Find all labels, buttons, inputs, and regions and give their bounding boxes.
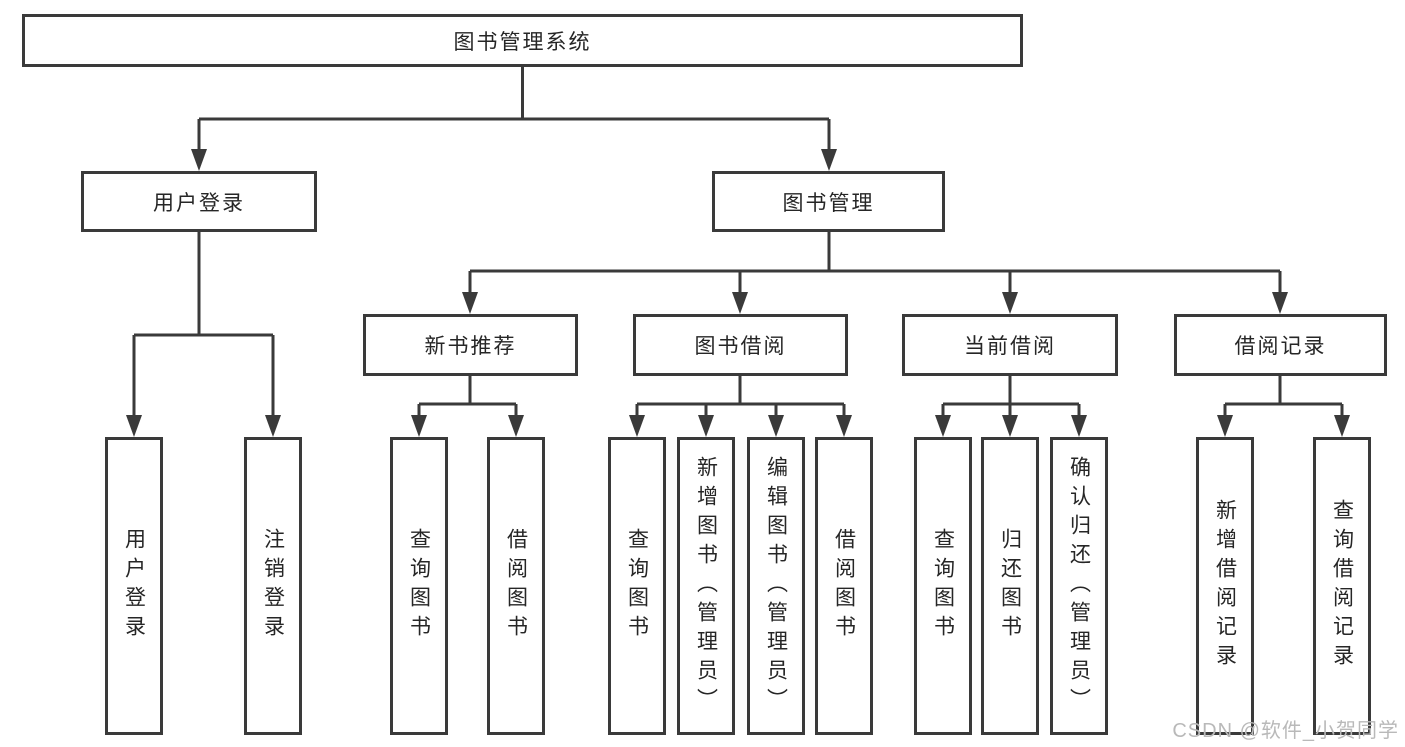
node-user-login: 用户登录 (81, 171, 317, 232)
arrow-icon (126, 415, 142, 437)
node-borrowing-records-label: 借阅记录 (1234, 335, 1327, 358)
arrow-icon (508, 415, 524, 437)
arrow-icon (1272, 292, 1288, 314)
arrow-icon (836, 415, 852, 437)
node-book-management: 图书管理 (712, 171, 945, 232)
leaf-query-books-3-label: 查询图书 (931, 528, 955, 644)
arrow-icon (935, 415, 951, 437)
leaf-query-books-2-label: 查询图书 (625, 528, 649, 644)
arrow-icon (732, 292, 748, 314)
leaf-borrow-books-1-label: 借阅图书 (504, 528, 528, 644)
leaf-query-books-3: 查询图书 (914, 437, 972, 735)
arrow-icon (768, 415, 784, 437)
arrow-icon (629, 415, 645, 437)
leaf-logout: 注销登录 (244, 437, 302, 735)
leaf-query-books-1-label: 查询图书 (407, 528, 431, 644)
arrow-icon (1071, 415, 1087, 437)
node-new-book-recommend: 新书推荐 (363, 314, 578, 376)
leaf-add-borrow-record: 新增借阅记录 (1196, 437, 1254, 735)
leaf-confirm-return-admin: 确认归还（管理员） (1050, 437, 1108, 735)
leaf-borrow-books-1: 借阅图书 (487, 437, 545, 735)
leaf-return-books: 归还图书 (981, 437, 1039, 735)
node-current-borrowing-label: 当前借阅 (964, 335, 1056, 358)
arrow-icon (1002, 415, 1018, 437)
node-book-management-label: 图书管理 (782, 191, 875, 215)
node-current-borrowing: 当前借阅 (902, 314, 1118, 376)
leaf-add-books-admin: 新增图书（管理员） (677, 437, 735, 735)
arrow-icon (821, 149, 837, 171)
arrow-icon (191, 149, 207, 171)
node-root-label: 图书管理系统 (453, 30, 592, 54)
arrow-icon (411, 415, 427, 437)
leaf-confirm-return-admin-label: 确认归还（管理员） (1067, 455, 1091, 717)
arrow-icon (1334, 415, 1350, 437)
arrowheads (126, 149, 1350, 437)
leaf-user-login-label: 用户登录 (122, 528, 146, 644)
arrow-icon (462, 292, 478, 314)
leaf-edit-books-admin: 编辑图书（管理员） (747, 437, 805, 735)
leaf-add-borrow-record-label: 新增借阅记录 (1213, 499, 1237, 673)
node-book-borrowing: 图书借阅 (633, 314, 848, 376)
node-user-login-label: 用户登录 (153, 191, 245, 215)
leaf-edit-books-admin-label: 编辑图书（管理员） (764, 455, 788, 717)
node-root: 图书管理系统 (22, 14, 1023, 67)
arrow-icon (1002, 292, 1018, 314)
arrow-icon (265, 415, 281, 437)
leaf-query-books-1: 查询图书 (390, 437, 448, 735)
node-new-book-recommend-label: 新书推荐 (424, 335, 517, 358)
leaf-query-books-2: 查询图书 (608, 437, 666, 735)
arrow-icon (698, 415, 714, 437)
node-book-borrowing-label: 图书借阅 (694, 335, 787, 358)
leaf-logout-label: 注销登录 (261, 528, 285, 644)
arrow-icon (1217, 415, 1233, 437)
leaf-return-books-label: 归还图书 (998, 528, 1022, 644)
leaf-user-login: 用户登录 (105, 437, 163, 735)
node-borrowing-records: 借阅记录 (1174, 314, 1387, 376)
leaf-query-borrow-record-label: 查询借阅记录 (1330, 499, 1354, 673)
leaf-query-borrow-record: 查询借阅记录 (1313, 437, 1371, 735)
leaf-borrow-books-2-label: 借阅图书 (832, 528, 856, 644)
leaf-add-books-admin-label: 新增图书（管理员） (694, 455, 718, 717)
leaf-borrow-books-2: 借阅图书 (815, 437, 873, 735)
